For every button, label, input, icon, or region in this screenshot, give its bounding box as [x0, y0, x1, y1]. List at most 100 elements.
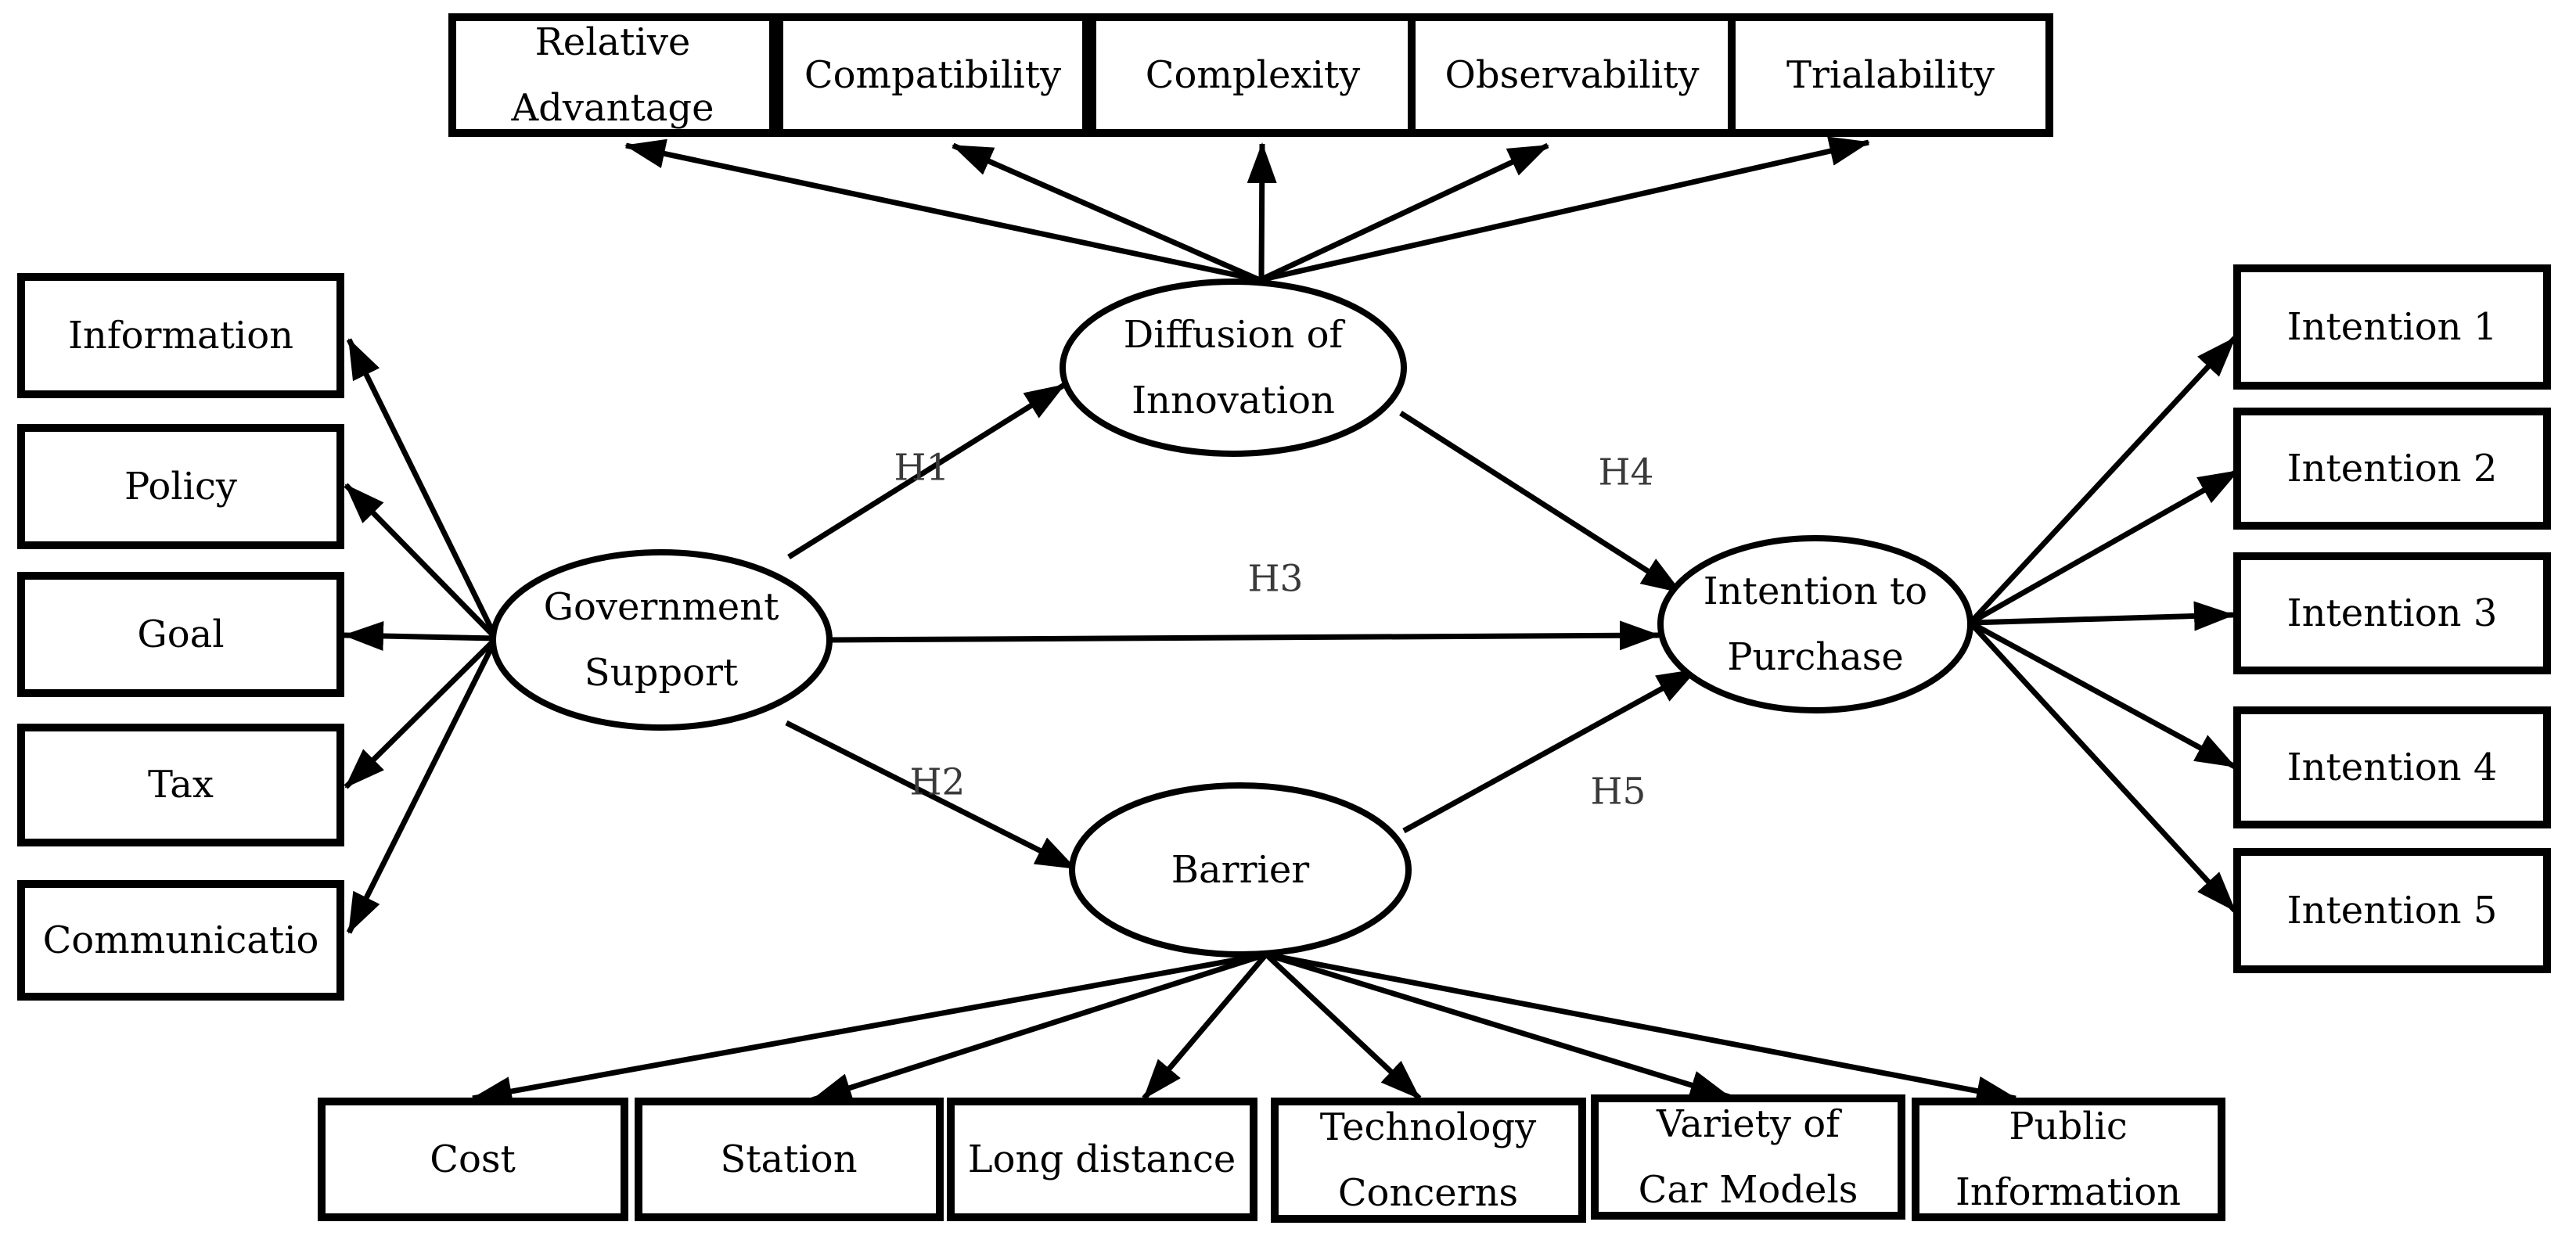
technology-concerns-box — [1271, 1098, 1586, 1223]
station-label: Station — [720, 1137, 857, 1181]
arrow-gs-information — [346, 338, 499, 640]
goal-label: Goal — [137, 613, 224, 656]
arrow-itp-intention-2 — [1969, 468, 2240, 626]
node-station: Station — [635, 1098, 944, 1221]
intention-1-label: Intention 1 — [2287, 305, 2498, 349]
intention-2-box — [2233, 408, 2551, 530]
node-intention-2: Intention 2 — [2233, 408, 2551, 530]
communication-box — [17, 880, 344, 1001]
loading-arrows-diffusion — [624, 136, 1870, 283]
intention-1-box — [2233, 264, 2551, 390]
arrow-h1-gs-to-diffusion — [787, 383, 1066, 559]
arrow-h3-gs-to-itp — [830, 620, 1660, 651]
intention-4-label: Intention 4 — [2287, 746, 2498, 789]
station-box — [635, 1098, 944, 1221]
goal-box — [17, 572, 344, 697]
node-intention-5: Intention 5 — [2233, 848, 2551, 973]
long-distance-label: Long distance — [968, 1137, 1236, 1181]
observability-label: Observability — [1445, 53, 1700, 97]
intention-2-label: Intention 2 — [2287, 447, 2498, 491]
node-policy: Policy — [17, 424, 344, 549]
barrier-ellipse — [1069, 782, 1412, 958]
hypothesis-label-h1: H1 — [894, 447, 950, 490]
diffusion-of-innovation-ellipse — [1060, 279, 1407, 457]
information-box — [17, 273, 344, 398]
hypothesis-label-h4: H4 — [1599, 451, 1654, 494]
intention-4-box — [2233, 706, 2551, 828]
arrow-barrier-public-information — [1265, 951, 2017, 1106]
arrow-barrier-station — [811, 951, 1268, 1103]
relative-advantage-box — [448, 13, 777, 137]
long-distance-box — [947, 1098, 1257, 1221]
complexity-label: Complexity — [1146, 53, 1360, 97]
node-complexity: Complexity — [1088, 13, 1417, 137]
intention-5-box — [2233, 848, 2551, 973]
hypothesis-label-h5: H5 — [1591, 771, 1646, 814]
arrow-gs-goal — [343, 621, 497, 652]
loading-arrows-government-support — [343, 338, 499, 934]
structural-paths — [785, 383, 1698, 871]
node-goal: Goal — [17, 572, 344, 697]
node-cost: Cost — [318, 1098, 628, 1221]
arrow-gs-tax — [344, 636, 498, 789]
compatibility-label: Compatibility — [804, 53, 1061, 97]
arrow-itp-intention-4 — [1969, 620, 2236, 770]
arrow-doi-compatibility — [952, 142, 1261, 283]
node-intention-3: Intention 3 — [2233, 552, 2551, 674]
arrow-itp-intention-3 — [1970, 601, 2235, 631]
tax-box — [17, 724, 344, 846]
trialability-box — [1728, 13, 2053, 137]
arrow-h5-barrier-to-itp — [1402, 667, 1698, 834]
information-label: Information — [68, 314, 293, 358]
hypothesis-label-h3: H3 — [1248, 558, 1304, 601]
government-support-ellipse — [490, 549, 833, 731]
arrow-barrier-long-distance — [1142, 952, 1268, 1101]
variety-of-car-models-box — [1591, 1094, 1905, 1220]
node-information: Information — [17, 273, 344, 398]
node-intention-4: Intention 4 — [2233, 706, 2551, 828]
arrow-gs-communication — [346, 637, 499, 934]
arrow-doi-complexity — [1247, 142, 1277, 281]
node-trialability: Trialability — [1728, 13, 2053, 137]
arrow-barrier-cost — [471, 951, 1267, 1106]
public-information-box — [1912, 1098, 2225, 1221]
cost-box — [318, 1098, 628, 1221]
arrow-itp-intention-5 — [1968, 620, 2237, 913]
loading-arrows-intention — [1968, 336, 2240, 913]
loading-arrows-barrier — [471, 951, 2017, 1106]
policy-box — [17, 424, 344, 549]
policy-label: Policy — [124, 465, 237, 509]
cost-label: Cost — [430, 1137, 516, 1181]
intention-5-label: Intention 5 — [2287, 889, 2498, 933]
node-compatibility: Compatibility — [775, 13, 1090, 137]
communication-label: Communicatio — [43, 918, 319, 962]
arrow-doi-trialability — [1259, 136, 1870, 283]
node-communication: Communicatio — [17, 880, 344, 1001]
compatibility-box — [775, 13, 1090, 137]
node-observability: Observability — [1408, 13, 1737, 137]
arrow-doi-observability — [1258, 142, 1549, 283]
tax-label: Tax — [148, 763, 214, 807]
arrow-barrier-variety-of-car-models — [1265, 951, 1731, 1100]
hypothesis-label-h2: H2 — [910, 761, 966, 804]
intention-to-purchase-ellipse — [1657, 535, 1973, 713]
trialability-label: Trialability — [1786, 53, 1995, 97]
arrow-gs-policy — [344, 483, 498, 641]
arrow-h2-gs-to-barrier — [785, 720, 1077, 871]
node-barrier: Barrier — [1069, 782, 1412, 958]
arrow-barrier-technology-concerns — [1264, 952, 1422, 1101]
intention-3-label: Intention 3 — [2287, 591, 2498, 635]
